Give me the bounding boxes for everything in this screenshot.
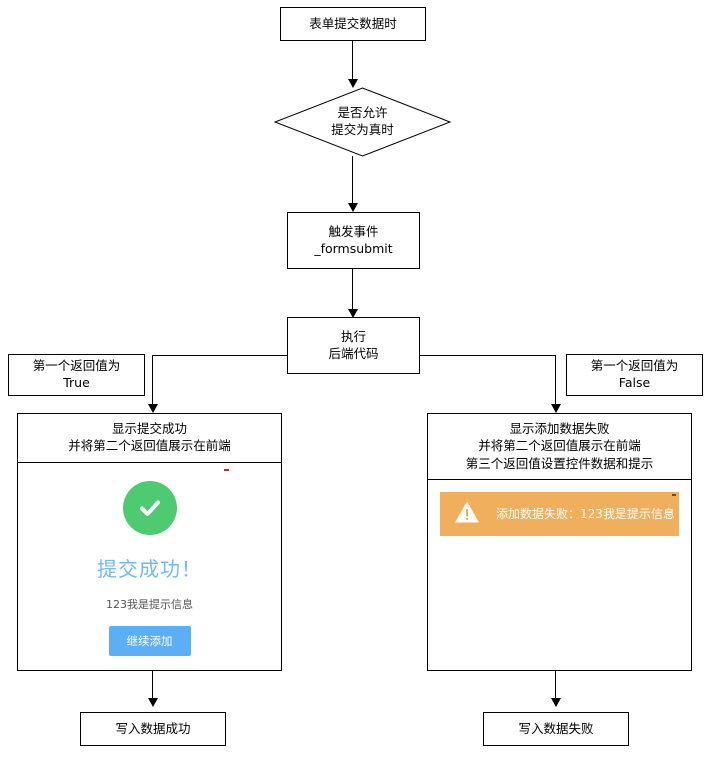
success-title: 提交成功！ <box>97 556 202 581</box>
node-execute-backend-label: 执行 后端代码 <box>328 328 379 361</box>
arrowhead-trigger-to-execute <box>348 309 358 318</box>
warning-triangle-icon <box>454 500 480 528</box>
connector-execute-left-branch <box>152 355 288 356</box>
panel-success-header: 显示提交成功 并将第二个返回值展示在前端 <box>18 414 281 463</box>
node-start: 表单提交数据时 <box>280 7 426 41</box>
connector-trigger-to-execute <box>352 269 353 310</box>
connector-start-to-decision <box>352 41 353 80</box>
connector-right-branch-down <box>555 355 556 408</box>
panel-fail-body: 添加数据失败：123我是提示信息 <box>428 480 691 670</box>
node-execute-backend: 执行 后端代码 <box>287 317 420 374</box>
node-trigger-event-label: 触发事件 _formsubmit <box>314 223 393 256</box>
node-label-true: 第一个返回值为 True <box>8 354 145 396</box>
node-label-false-text: 第一个返回值为 False <box>590 358 679 390</box>
panel-success-body: 提交成功！ 123我是提示信息 继续添加 <box>18 463 281 671</box>
arrowhead-decision-to-trigger <box>348 203 358 212</box>
connector-left-branch-down <box>152 355 153 408</box>
panel-fail: 显示添加数据失败 并将第二个返回值展示在前端 第三个返回值设置控件数据和提示 添… <box>427 413 692 671</box>
arrowhead-start-to-decision <box>348 79 358 88</box>
success-hint-text: 123我是提示信息 <box>106 597 193 611</box>
node-decision: 是否允许 提交为真时 <box>273 87 452 157</box>
node-end-success: 写入数据成功 <box>80 712 226 746</box>
arrowhead-success-to-end <box>148 698 158 707</box>
arrowhead-left-branch <box>148 404 158 413</box>
node-end-fail-label: 写入数据失败 <box>518 720 594 736</box>
node-decision-label: 是否允许 提交为真时 <box>331 105 394 137</box>
node-end-fail: 写入数据失败 <box>483 712 629 746</box>
continue-add-button[interactable]: 继续添加 <box>108 625 191 656</box>
connector-fail-to-end <box>555 671 556 702</box>
connector-success-to-end <box>152 671 153 702</box>
node-label-true-text: 第一个返回值为 True <box>32 358 121 390</box>
arrowhead-fail-to-end <box>551 698 561 707</box>
panel-success: 显示提交成功 并将第二个返回值展示在前端 提交成功！ 123我是提示信息 继续添… <box>17 413 282 671</box>
node-label-false: 第一个返回值为 False <box>566 354 703 396</box>
connector-decision-to-trigger <box>352 156 353 204</box>
node-start-label: 表单提交数据时 <box>309 15 397 31</box>
node-trigger-event: 触发事件 _formsubmit <box>287 212 420 269</box>
error-alert-bar: 添加数据失败：123我是提示信息 <box>440 491 679 536</box>
panel-fail-header: 显示添加数据失败 并将第二个返回值展示在前端 第三个返回值设置控件数据和提示 <box>428 414 691 480</box>
diamond-shape <box>273 87 452 157</box>
check-circle-icon <box>122 480 177 535</box>
node-end-success-label: 写入数据成功 <box>115 720 191 736</box>
error-alert-text: 添加数据失败：123我是提示信息 <box>496 507 675 522</box>
stray-mark <box>672 493 676 496</box>
arrowhead-right-branch <box>551 404 561 413</box>
connector-execute-right-branch <box>419 355 555 356</box>
stray-mark <box>224 468 229 471</box>
